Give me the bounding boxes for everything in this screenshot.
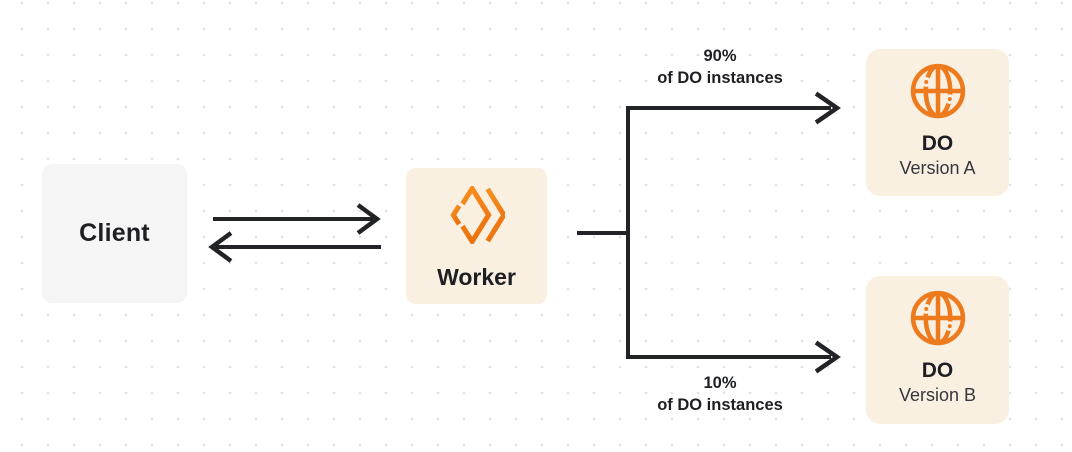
branch-90-percent: 90% bbox=[703, 47, 737, 65]
client-node: Client bbox=[42, 164, 187, 303]
branch-top-arrowhead-icon bbox=[814, 91, 841, 125]
do-b-title: DO bbox=[921, 359, 954, 382]
response-arrowhead-icon bbox=[208, 231, 233, 263]
branch-10-caption: of DO instances bbox=[657, 396, 783, 414]
branch-90-label: 90% of DO instances bbox=[610, 45, 830, 89]
branch-90-caption: of DO instances bbox=[657, 69, 783, 87]
do-version-b-node: DO Version B bbox=[866, 276, 1009, 424]
do-a-subtitle: Version A bbox=[899, 158, 976, 178]
do-a-title: DO bbox=[921, 132, 954, 155]
globe-icon bbox=[910, 63, 965, 119]
branch-10-percent: 10% bbox=[703, 374, 737, 392]
branch-bottom-arrowhead-icon bbox=[814, 340, 841, 374]
worker-node: Worker bbox=[406, 168, 547, 304]
do-b-subtitle: Version B bbox=[898, 385, 977, 405]
client-label: Client bbox=[79, 219, 150, 247]
globe-icon bbox=[910, 290, 965, 346]
branch-10-label: 10% of DO instances bbox=[610, 372, 830, 416]
worker-label: Worker bbox=[437, 264, 516, 290]
branch-split-line bbox=[626, 106, 831, 359]
do-version-a-node: DO Version A bbox=[866, 49, 1009, 196]
workers-logo-icon bbox=[449, 186, 505, 244]
request-arrowhead-icon bbox=[356, 203, 381, 235]
